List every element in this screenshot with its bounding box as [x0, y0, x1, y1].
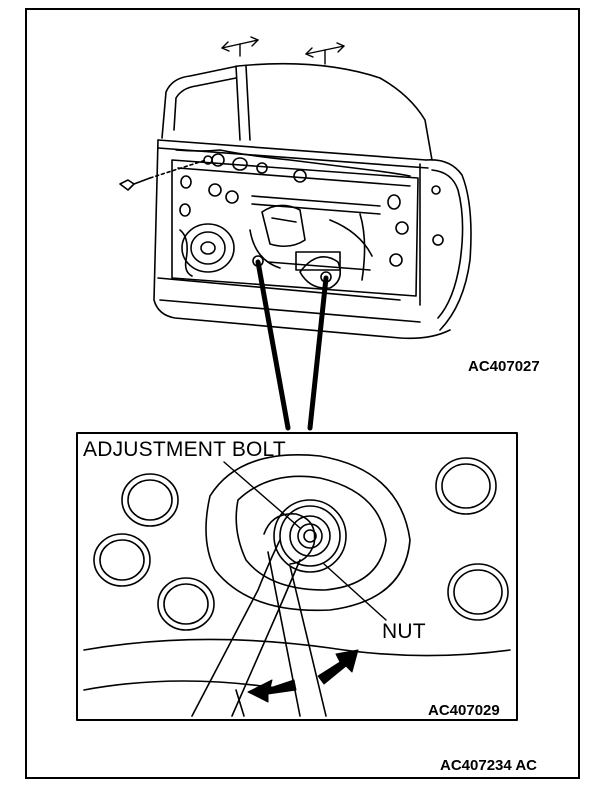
- zoom-connector: [255, 259, 329, 431]
- figure-frame: [25, 8, 580, 779]
- footer-code: AC407234: [440, 757, 512, 774]
- door-assembly: [119, 62, 472, 340]
- figure-code-door: AC407027: [468, 358, 540, 375]
- inset-frame: [76, 432, 518, 721]
- footer-suffix: AC: [515, 757, 538, 774]
- adjustment-bolt-label: ADJUSTMENT BOLT: [83, 438, 286, 461]
- figure-code-inset: AC407029: [428, 702, 500, 719]
- move-direction-arrows: [221, 36, 345, 65]
- inset-detail: [83, 454, 511, 717]
- figure-code-footer: AC407234 AC: [440, 757, 537, 774]
- nut-label: NUT: [382, 620, 426, 643]
